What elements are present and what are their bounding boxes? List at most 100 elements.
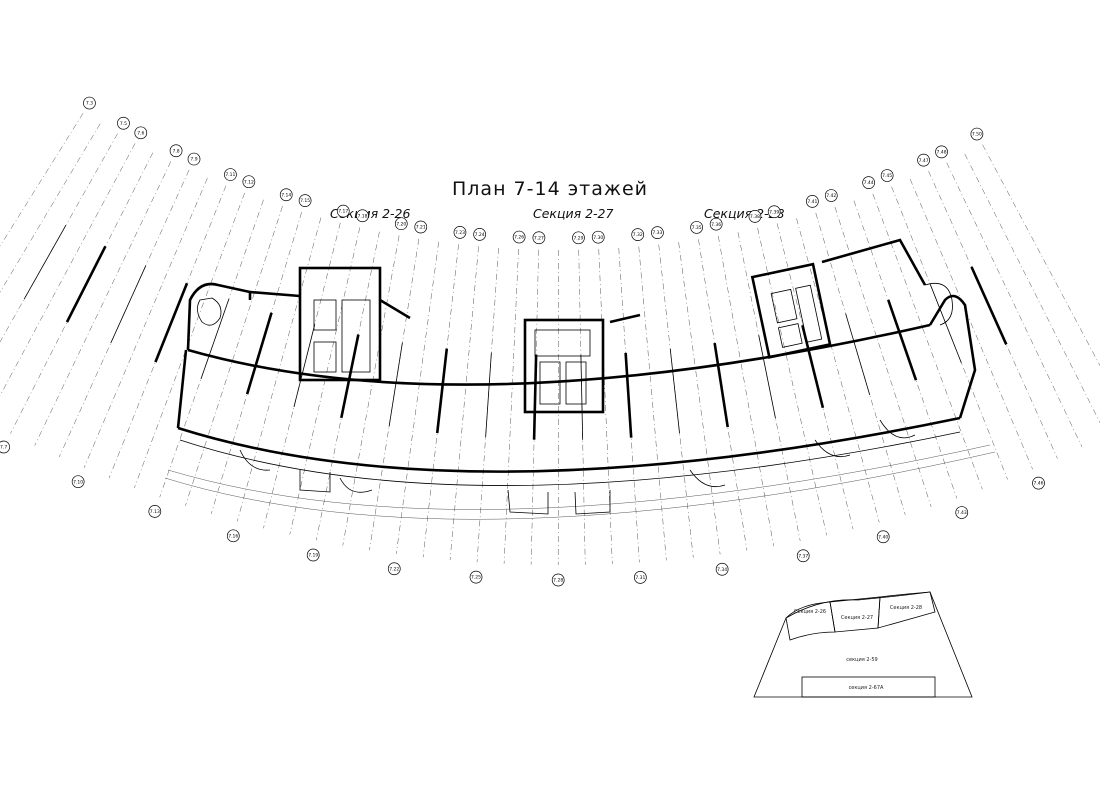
partition-wall	[110, 265, 147, 344]
axis-bubble-circle	[876, 530, 890, 544]
axis-bubble: 7.41	[806, 195, 819, 208]
axis-bubble-label: 7.18	[357, 213, 367, 219]
axis-bubble-label: 7.10	[73, 479, 83, 485]
axis-bubble-label: 7.21	[416, 225, 426, 231]
partition-wall	[340, 334, 360, 419]
axis-bubble-circle	[169, 144, 183, 158]
partition-wall	[669, 348, 680, 434]
axis-bubble: 7.18	[356, 209, 369, 223]
axis-bubble-label: 7.43	[957, 510, 967, 516]
axis-bubble-circle	[955, 506, 969, 519]
axis-bubble-circle	[453, 225, 467, 239]
axis-bubble: 7.3	[83, 96, 96, 110]
axis-bubble: 7.46	[1032, 476, 1045, 490]
axis-bubble-label: 7.35	[692, 225, 702, 231]
axis-bubble-circle	[414, 220, 428, 234]
axis-bubble: 7.11	[224, 168, 237, 181]
axis-bubble: 7.48	[935, 145, 948, 159]
partition-wall	[245, 312, 273, 395]
axis-bubble-label: 7.3	[86, 101, 93, 107]
axis-bubble: 7.24	[473, 228, 486, 241]
axis-bubble-label: 7.48	[937, 149, 947, 155]
axis-bubble-label: 7.13	[150, 509, 160, 515]
axis-bubble: 7.8	[169, 144, 183, 158]
axis-bubble-label: 7.38	[750, 214, 760, 220]
axis-bubble-circle	[796, 549, 810, 563]
axis-bubble: 7.26	[512, 230, 526, 244]
partition-wall	[758, 335, 776, 419]
partition-wall	[580, 354, 584, 440]
axis-line	[964, 153, 1100, 424]
axis-line	[834, 206, 932, 507]
axis-bubble: 7.19	[306, 548, 320, 562]
axis-bubble-circle	[394, 217, 408, 231]
axis-bubble-label: 7.39	[769, 209, 779, 215]
axis-bubble-label: 7.30	[593, 235, 603, 241]
axis-bubble-circle	[715, 562, 729, 576]
axis-bubble-circle	[224, 168, 237, 181]
axis-bubble-label: 7.11	[225, 172, 235, 178]
axis-bubble: 7.17	[336, 204, 350, 218]
axis-line	[946, 162, 1083, 448]
axis-bubble-circle	[532, 231, 546, 245]
axis-bubble-circle	[83, 96, 96, 110]
axis-bubble-circle	[148, 504, 162, 518]
axis-bubble: 7.7	[0, 440, 10, 454]
axis-bubble: 7.40	[876, 530, 890, 544]
axis-bubble-circle	[651, 226, 664, 239]
axis-bubble-label: 7.45	[882, 173, 892, 179]
axis-bubble-circle	[71, 475, 85, 489]
key-plan-label-2-26: Секция 2-26	[794, 609, 826, 615]
axis-bubble-label: 7.40	[878, 534, 888, 540]
axis-line	[0, 113, 84, 247]
axis-bubble: 7.6	[134, 126, 148, 140]
axis-bubble: 7.44	[862, 176, 876, 189]
partition-wall	[970, 266, 1008, 345]
axis-bubble-label: 7.36	[711, 222, 721, 228]
axis-bubble: 7.28	[551, 573, 565, 587]
axis-line	[909, 179, 1033, 470]
partition-wall	[293, 324, 316, 408]
partition-wall	[154, 282, 189, 363]
axis-bubble-label: 7.37	[798, 553, 808, 559]
axis-bubble: 7.42	[824, 189, 838, 202]
axis-line	[0, 133, 118, 343]
axis-bubble-label: 7.23	[455, 230, 465, 236]
axis-bubble: 7.23	[453, 225, 467, 239]
axis-line	[396, 241, 439, 554]
axis-line	[185, 206, 283, 506]
axis-bubble: 7.34	[715, 562, 729, 576]
section-label-2-28: Секция 2-28	[704, 206, 785, 221]
partition-wall	[65, 245, 107, 323]
axis-bubble: 7.20	[394, 217, 408, 231]
axis-line	[638, 246, 667, 561]
axis-bubble-label: 7.34	[717, 567, 727, 573]
axis-bubble-label: 7.20	[396, 221, 406, 227]
axis-bubble-label: 7.50	[972, 132, 982, 138]
axis-bubble: 7.30	[591, 230, 605, 244]
axis-bubble-label: 7.27	[534, 235, 544, 241]
axis-bubble-label: 7.14	[281, 192, 291, 198]
axis-line	[0, 143, 136, 397]
axis-bubble-circle	[226, 529, 240, 543]
axis-bubble-label: 7.7	[0, 445, 7, 451]
axis-bubble-circle	[473, 228, 486, 241]
axis-line	[598, 249, 613, 564]
plan-title: План 7-14 этажей	[452, 178, 648, 200]
axis-bubble-label: 7.8	[172, 148, 179, 154]
axis-bubble-circle	[631, 228, 645, 241]
partition-wall	[485, 352, 492, 438]
axis-bubble-label: 7.12	[244, 179, 254, 185]
axis-line	[83, 177, 208, 468]
axis-bubble-circle	[117, 116, 130, 130]
axis-bubble: 7.27	[532, 231, 546, 245]
section-label-2-27: Секция 2-27	[533, 206, 614, 221]
axis-bubble-label: 7.17	[338, 209, 348, 215]
axis-bubble-circle	[824, 189, 838, 202]
axis-bubble-circle	[0, 440, 10, 454]
section-label-2-26: Секция 2-26	[330, 206, 411, 221]
axis-bubble-circle	[591, 230, 605, 244]
axis-bubble-circle	[387, 562, 401, 576]
axis-bubble: 7.45	[880, 169, 894, 182]
partition-wall	[929, 284, 962, 364]
